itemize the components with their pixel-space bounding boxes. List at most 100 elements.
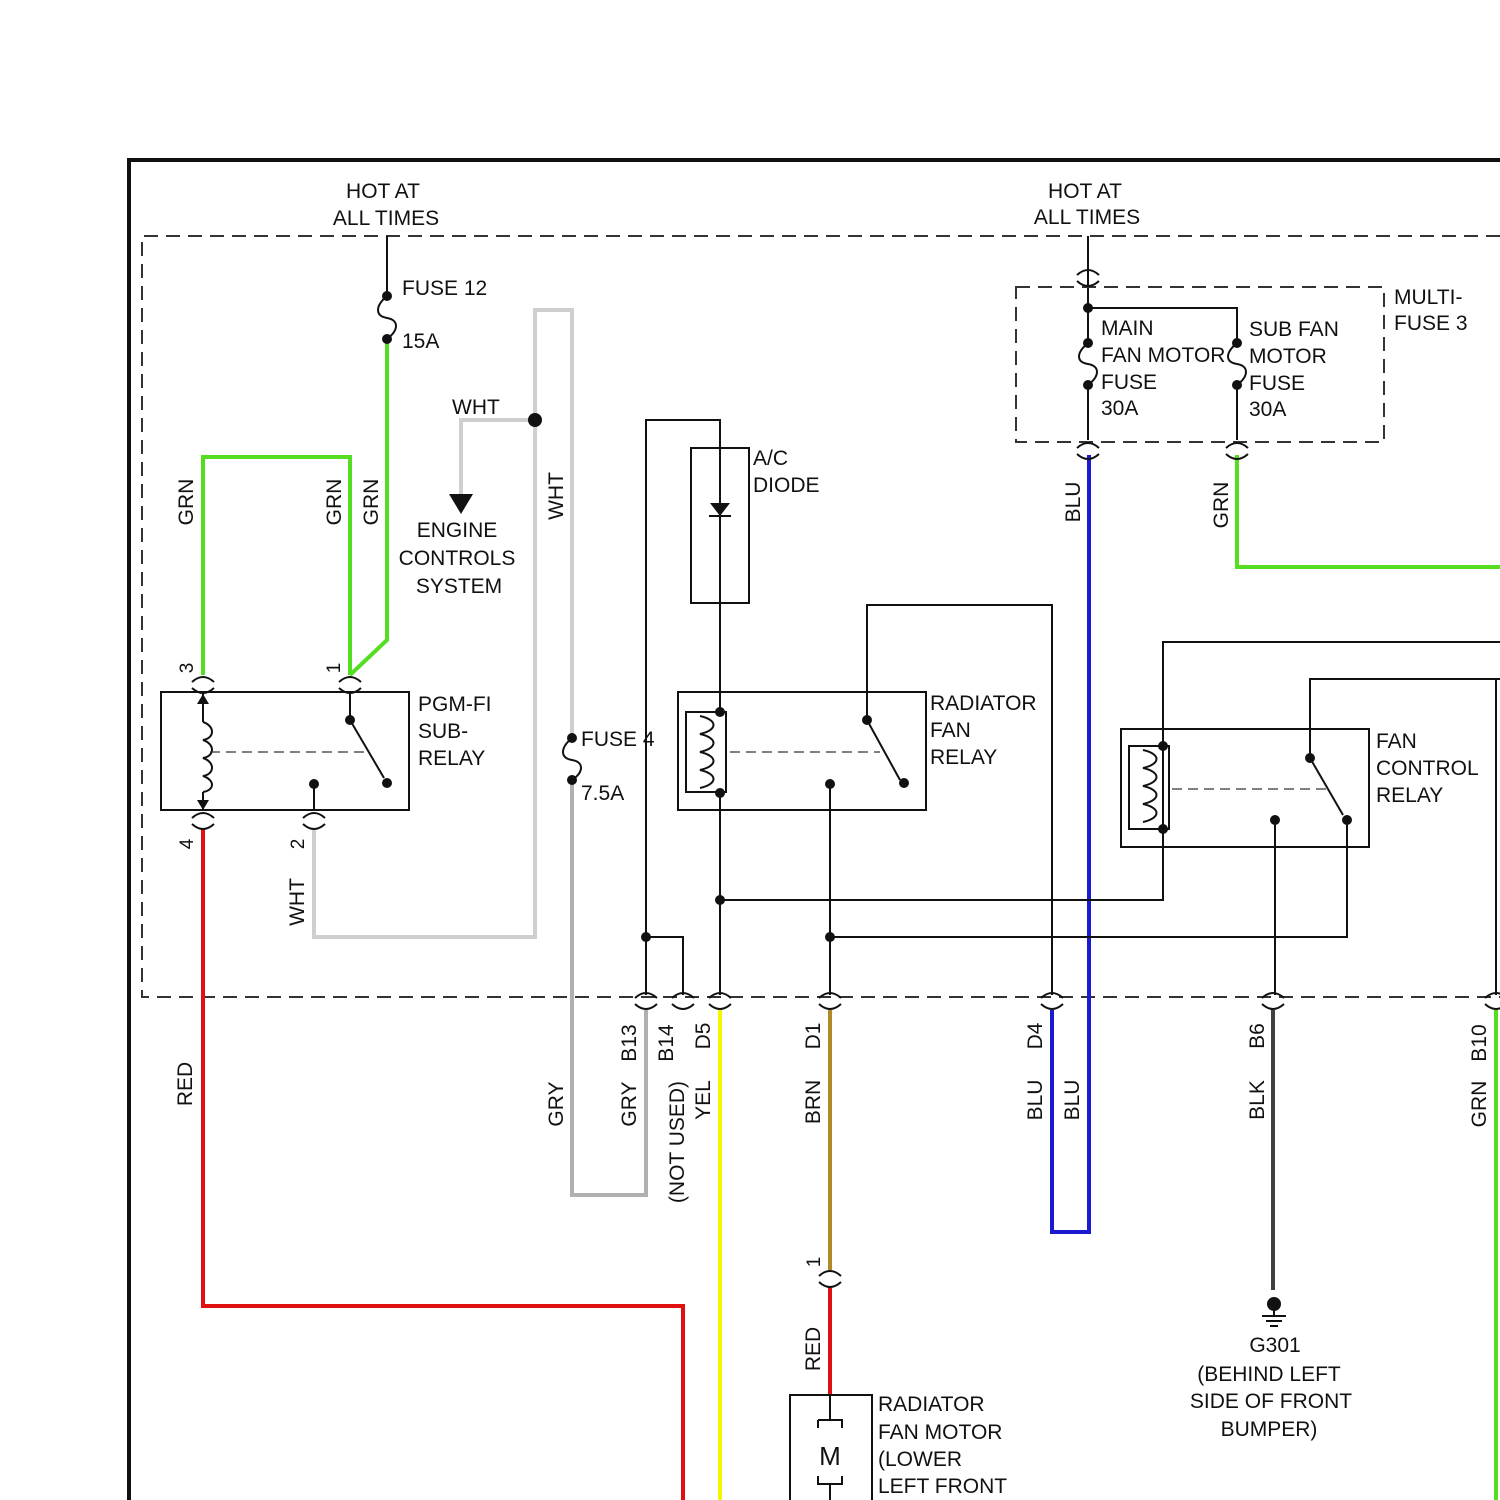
power-left-2: ALL TIMES	[333, 207, 439, 230]
engine-label-2: CONTROLS	[399, 547, 516, 570]
connector-b6: B6	[1246, 1023, 1269, 1049]
sub-fuse-4: 30A	[1249, 398, 1286, 421]
sub-fuse-1: SUB FAN	[1249, 318, 1339, 341]
sub-fuse-2: MOTOR	[1249, 345, 1327, 368]
wire-label-grn-mid: GRN	[323, 479, 346, 526]
connector-symbol	[819, 1271, 841, 1287]
power-right-2: ALL TIMES	[1034, 206, 1140, 229]
main-fuse-3: FUSE	[1101, 371, 1157, 394]
wire-label-blu-right: BLU	[1061, 1080, 1084, 1121]
wire-label-grn-top: GRN	[1210, 482, 1233, 529]
pin-pgmfi-4: 4	[177, 838, 198, 849]
wire-label-grn-b10: GRN	[1468, 1081, 1491, 1128]
fuse4-rating: 7.5A	[581, 782, 624, 805]
wire-red-relay	[203, 828, 683, 1500]
multifuse-label-1: MULTI-	[1394, 286, 1462, 309]
wire-label-not-used: (NOT USED)	[666, 1081, 689, 1203]
pgmfi-label-2: SUB-	[418, 720, 468, 743]
pin-pgmfi-2: 2	[288, 839, 309, 850]
ground-desc-2: SIDE OF FRONT	[1190, 1390, 1352, 1413]
wire-group	[203, 310, 1500, 1500]
wire-label-red-motor: RED	[802, 1327, 825, 1371]
engine-label-3: SYSTEM	[416, 575, 502, 598]
connector-d4: D4	[1024, 1022, 1047, 1049]
wire-label-blk: BLK	[1246, 1080, 1269, 1120]
connector-symbol	[303, 813, 325, 829]
pin-pgmfi-1: 1	[324, 663, 345, 674]
pgmfi-label-3: RELAY	[418, 747, 485, 770]
connector-symbol	[192, 813, 214, 829]
wire-label-gry-b13: GRY	[618, 1081, 641, 1126]
radiator-fan-motor: M	[790, 1395, 872, 1500]
ground-g301	[1262, 1297, 1286, 1326]
rotated-labels: GRN GRN GRN WHT WHT 3 1 4 2 RED GRY GRY …	[174, 472, 1491, 1371]
wire-grn-subfan	[1237, 455, 1500, 567]
motor-label-4: LEFT FRONT	[878, 1475, 1007, 1498]
ground-desc-3: BUMPER)	[1221, 1418, 1318, 1441]
connector-symbol	[1485, 993, 1500, 1009]
fancontrol-label-3: RELAY	[1376, 784, 1443, 807]
wire-label-blu-top: BLU	[1062, 482, 1085, 523]
pgmfi-label-1: PGM-FI	[418, 693, 492, 716]
motor-label-1: RADIATOR	[878, 1393, 985, 1416]
acdiode-label-2: DIODE	[753, 474, 820, 497]
fuse12-rating: 15A	[402, 330, 439, 353]
fancontrol-label-2: CONTROL	[1376, 757, 1479, 780]
wire-label-wht-pin2: WHT	[286, 878, 309, 926]
wire-label-wht-vert: WHT	[545, 472, 568, 520]
fan-control-relay	[1121, 729, 1369, 847]
pgm-fi-sub-relay	[161, 692, 409, 810]
sub-fuse-3: FUSE	[1249, 372, 1305, 395]
main-fuse-1: MAIN	[1101, 317, 1154, 340]
internal-circuits	[378, 236, 1500, 995]
connector-b10: B10	[1468, 1024, 1491, 1061]
fuse12-name: FUSE 12	[402, 277, 487, 300]
pin-pgmfi-3: 3	[177, 663, 198, 674]
motor-label-3: (LOWER	[878, 1448, 962, 1471]
wht-top-label: WHT	[452, 396, 500, 419]
connector-symbol	[192, 677, 214, 693]
connector-symbol	[709, 993, 731, 1009]
connector-symbol	[635, 993, 657, 1009]
ground-desc-1: (BEHIND LEFT	[1197, 1363, 1341, 1386]
connector-b14: B14	[655, 1024, 678, 1062]
wire-label-blu-left: BLU	[1024, 1080, 1047, 1121]
radiator-fan-relay	[678, 692, 926, 810]
connector-b13: B13	[618, 1024, 641, 1061]
multifuse-label-2: FUSE 3	[1394, 312, 1468, 335]
connector-symbol	[1262, 993, 1284, 1009]
connector-d5: D5	[692, 1023, 715, 1050]
power-right-1: HOT AT	[1048, 180, 1122, 203]
engine-label-1: ENGINE	[417, 519, 498, 542]
fancontrol-label-1: FAN	[1376, 730, 1417, 753]
radfanrelay-label-1: RADIATOR	[930, 692, 1037, 715]
engine-controls-arrow-icon	[449, 494, 473, 514]
acdiode-label-1: A/C	[753, 447, 788, 470]
pin-motor-1: 1	[804, 1257, 825, 1268]
wire-label-yel: YEL	[692, 1080, 715, 1120]
radfanrelay-label-3: RELAY	[930, 746, 997, 769]
wire-label-grn-fuse: GRN	[360, 479, 383, 526]
main-fuse-4: 30A	[1101, 397, 1138, 420]
motor-label-2: FAN MOTOR	[878, 1421, 1002, 1444]
radfanrelay-label-2: FAN	[930, 719, 971, 742]
wire-label-gry-left: GRY	[545, 1081, 568, 1126]
wire-gry	[572, 780, 646, 1195]
connector-symbol	[339, 677, 361, 693]
main-fuse-2: FAN MOTOR	[1101, 344, 1225, 367]
power-left-1: HOT AT	[346, 180, 420, 203]
wire-wht-engine	[461, 420, 535, 495]
labels: HOT AT ALL TIMES HOT AT ALL TIMES FUSE 1…	[333, 180, 1479, 1498]
wire-wht-loop	[314, 310, 572, 937]
wire-label-brn: BRN	[802, 1080, 825, 1124]
wire-label-grn-left: GRN	[175, 479, 198, 526]
connector-d1: D1	[802, 1023, 825, 1050]
motor-symbol: M	[819, 1441, 841, 1471]
ground-name: G301	[1249, 1334, 1300, 1357]
connector-symbol	[672, 993, 694, 1009]
connector-symbol	[819, 993, 841, 1009]
connector-symbol	[1041, 993, 1063, 1009]
wire-label-red: RED	[174, 1062, 197, 1106]
fuse4-name: FUSE 4	[581, 728, 655, 751]
